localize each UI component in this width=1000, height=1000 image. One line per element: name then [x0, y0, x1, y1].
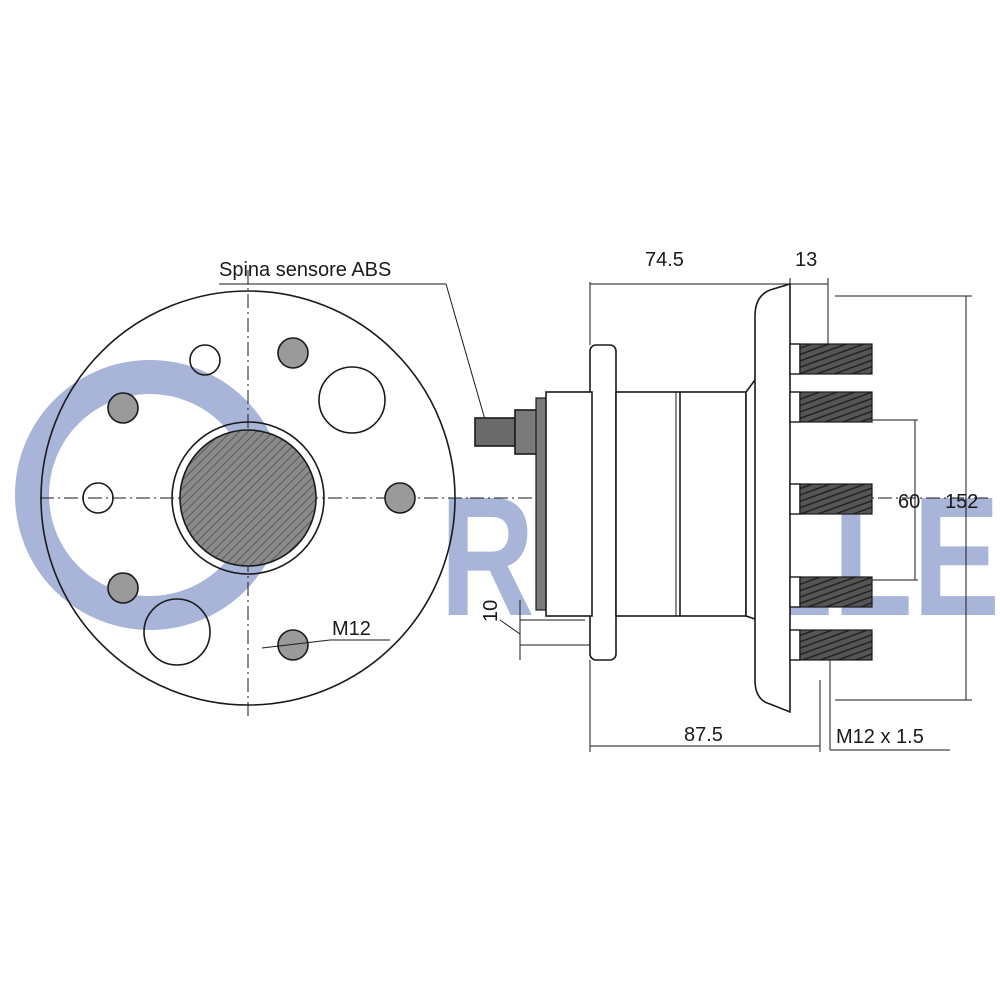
bolt-thread-label: M12	[332, 618, 371, 640]
abs-leader	[445, 283, 489, 431]
dim-flange-label: 13	[795, 249, 817, 271]
bolt-hole	[107, 572, 139, 604]
flange-outline	[40, 290, 456, 706]
wheel-flange	[754, 282, 791, 714]
small-hole	[189, 344, 221, 376]
stud-shank	[789, 343, 801, 375]
abs-sensor-pin	[474, 417, 516, 447]
dimensions: 74.5 13 87.5 M12 x 1.5 10 60 152	[480, 249, 978, 752]
stud-shank	[789, 391, 801, 423]
wheel-stud	[799, 576, 873, 608]
stud-shank	[789, 576, 801, 608]
abs-callout: Spina sensore ABS	[219, 259, 489, 431]
side-view	[470, 282, 990, 714]
bolt-hole	[277, 337, 309, 369]
bolt-hole	[107, 392, 139, 424]
wheel-studs	[789, 343, 873, 661]
dim-offset-label: 10	[480, 600, 502, 622]
wheel-stud	[799, 391, 873, 423]
lightening-hole	[143, 598, 211, 666]
bolt-hole	[384, 482, 416, 514]
lightening-hole	[318, 366, 386, 434]
abs-sensor-label: Spina sensore ABS	[219, 259, 391, 281]
wheel-stud	[799, 629, 873, 661]
wheel-stud	[799, 343, 873, 375]
small-hole	[82, 482, 114, 514]
stud-thread-label: M12 x 1.5	[836, 726, 924, 748]
bearing-body	[615, 391, 747, 617]
stud-shank	[789, 629, 801, 661]
dim-leader	[499, 619, 521, 635]
hub-bore	[179, 429, 317, 567]
bolt-hole	[277, 629, 309, 661]
m12-leader	[261, 639, 331, 649]
dim-bolt-spacing-label: 60	[898, 491, 920, 513]
front-view: M12	[40, 270, 470, 718]
bearing-collar	[545, 391, 593, 617]
stud-shank	[789, 483, 801, 515]
dim-width-bottom-label: 87.5	[684, 724, 723, 746]
dim-diameter-label: 152	[945, 491, 978, 513]
mount-flange	[589, 344, 617, 661]
wheel-stud	[799, 483, 873, 515]
dim-width-top-label: 74.5	[645, 249, 684, 271]
hub-outer-ring	[171, 421, 325, 575]
